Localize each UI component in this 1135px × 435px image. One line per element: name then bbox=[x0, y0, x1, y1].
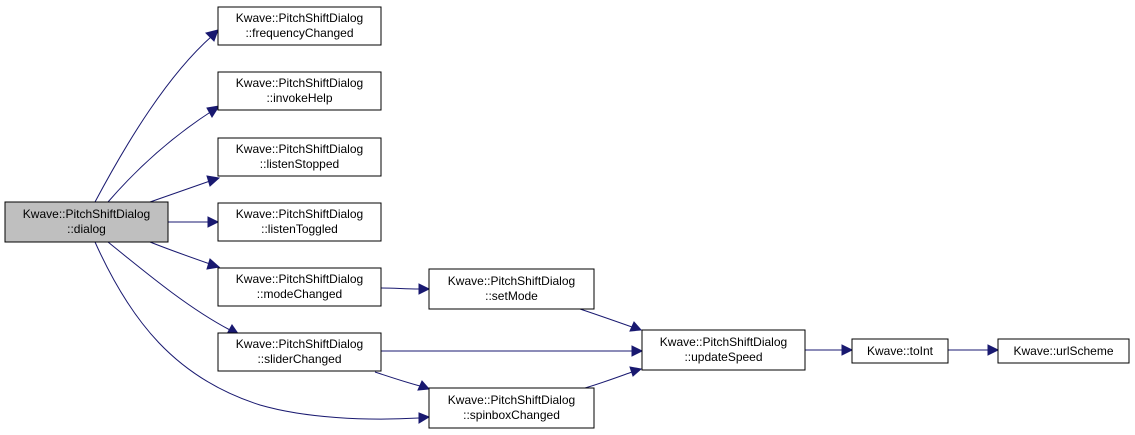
node-dialog-line1: Kwave::PitchShiftDialog bbox=[23, 207, 150, 221]
node-modeChanged-line2: ::modeChanged bbox=[257, 287, 342, 301]
node-frequencyChanged-line2: ::frequencyChanged bbox=[245, 26, 353, 40]
node-frequencyChanged[interactable]: Kwave::PitchShiftDialog ::frequencyChang… bbox=[217, 6, 382, 46]
node-dialog[interactable]: Kwave::PitchShiftDialog ::dialog bbox=[4, 201, 169, 243]
edges bbox=[94, 29, 1000, 424]
node-urlScheme-line1: Kwave::urlScheme bbox=[1013, 344, 1113, 358]
node-modeChanged[interactable]: Kwave::PitchShiftDialog ::modeChanged bbox=[217, 267, 382, 307]
node-listenStopped-line1: Kwave::PitchShiftDialog bbox=[236, 142, 363, 156]
node-setMode-line1: Kwave::PitchShiftDialog bbox=[448, 274, 575, 288]
node-modeChanged-line1: Kwave::PitchShiftDialog bbox=[236, 272, 363, 286]
node-sliderChanged-line1: Kwave::PitchShiftDialog bbox=[236, 337, 363, 351]
node-spinboxChanged-line1: Kwave::PitchShiftDialog bbox=[448, 393, 575, 407]
node-urlScheme[interactable]: Kwave::urlScheme bbox=[997, 338, 1130, 364]
node-updateSpeed-line1: Kwave::PitchShiftDialog bbox=[660, 335, 787, 349]
node-setMode[interactable]: Kwave::PitchShiftDialog ::setMode bbox=[428, 268, 595, 310]
edge-dialog-listenStopped bbox=[149, 175, 221, 203]
edge-dialog-frequencyChanged bbox=[94, 29, 219, 203]
node-invokeHelp-line2: ::invokeHelp bbox=[266, 91, 332, 105]
node-invokeHelp-line1: Kwave::PitchShiftDialog bbox=[236, 76, 363, 90]
node-updateSpeed-line2: ::updateSpeed bbox=[684, 350, 762, 364]
edge-dialog-listenToggled bbox=[168, 216, 220, 228]
node-toInt[interactable]: Kwave::toInt bbox=[851, 338, 949, 364]
node-sliderChanged-line2: ::sliderChanged bbox=[257, 352, 341, 366]
edge-updateSpeed-toInt bbox=[805, 344, 854, 356]
edge-toInt-urlScheme bbox=[948, 344, 1000, 356]
edge-sliderChanged-spinboxChanged bbox=[374, 371, 431, 391]
node-setMode-line2: ::setMode bbox=[485, 289, 538, 303]
node-spinboxChanged-line2: ::spinboxChanged bbox=[463, 408, 560, 422]
node-sliderChanged[interactable]: Kwave::PitchShiftDialog ::sliderChanged bbox=[217, 332, 382, 372]
edge-dialog-spinboxChanged bbox=[94, 241, 431, 424]
edge-sliderChanged-updateSpeed bbox=[379, 345, 644, 357]
node-dialog-line2: ::dialog bbox=[67, 222, 106, 236]
node-invokeHelp[interactable]: Kwave::PitchShiftDialog ::invokeHelp bbox=[217, 71, 382, 111]
edge-setMode-updateSpeed bbox=[579, 308, 643, 332]
node-listenStopped[interactable]: Kwave::PitchShiftDialog ::listenStopped bbox=[217, 137, 382, 177]
node-listenStopped-line2: ::listenStopped bbox=[260, 157, 339, 171]
edge-spinboxChanged-updateSpeed bbox=[584, 366, 643, 389]
node-listenToggled[interactable]: Kwave::PitchShiftDialog ::listenToggled bbox=[217, 202, 382, 242]
node-frequencyChanged-line1: Kwave::PitchShiftDialog bbox=[236, 11, 363, 25]
node-listenToggled-line2: ::listenToggled bbox=[261, 222, 338, 236]
node-updateSpeed[interactable]: Kwave::PitchShiftDialog ::updateSpeed bbox=[641, 329, 806, 371]
node-listenToggled-line1: Kwave::PitchShiftDialog bbox=[236, 207, 363, 221]
node-spinboxChanged[interactable]: Kwave::PitchShiftDialog ::spinboxChanged bbox=[428, 387, 595, 429]
edge-dialog-invokeHelp bbox=[107, 105, 221, 203]
node-toInt-line1: Kwave::toInt bbox=[867, 344, 934, 358]
edge-modeChanged-setMode bbox=[379, 283, 431, 295]
edge-dialog-modeChanged bbox=[149, 241, 221, 270]
